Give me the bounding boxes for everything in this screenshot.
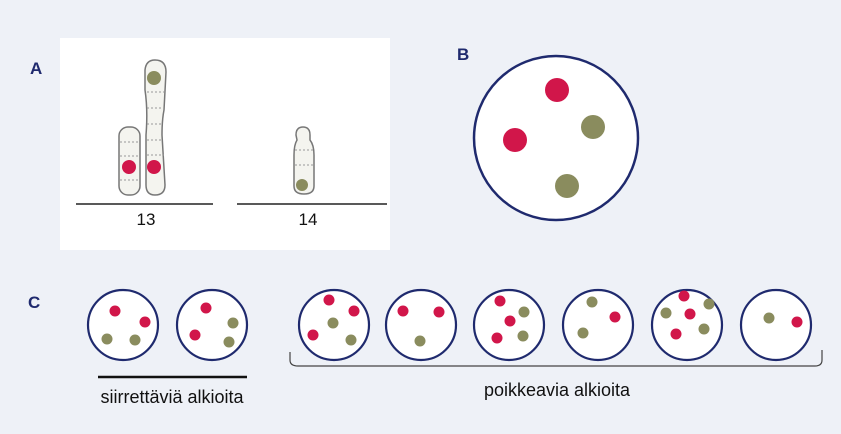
- green-signal: [147, 71, 161, 85]
- red-signal: [678, 290, 690, 302]
- abnormal-bracket: [289, 350, 823, 367]
- red-signal: [684, 308, 696, 320]
- green-signal: [698, 323, 710, 335]
- green-signal: [227, 317, 239, 329]
- panel-a-background: [60, 38, 390, 250]
- transferable-caption: siirrettäviä alkioita: [100, 387, 244, 407]
- red-signal: [609, 311, 621, 323]
- chromosome-13-label: 13: [137, 210, 156, 229]
- abnormal-embryo: [472, 288, 546, 362]
- green-signal: [296, 179, 308, 191]
- embryo-outline: [650, 288, 724, 362]
- abnormal-caption: poikkeavia alkioita: [484, 380, 631, 400]
- red-signal: [307, 329, 319, 341]
- green-signal: [345, 334, 357, 346]
- chromosome-13-pair: [118, 59, 167, 196]
- abnormal-embryo: [297, 288, 371, 362]
- green-signal: [518, 306, 530, 318]
- transferable-embryo: [175, 288, 249, 362]
- green-signal: [327, 317, 339, 329]
- red-signal: [670, 328, 682, 340]
- transferable-embryo: [86, 288, 160, 362]
- red-signal: [109, 305, 121, 317]
- red-signal: [348, 305, 360, 317]
- panel-c-label: C: [28, 293, 40, 312]
- green-signal: [660, 307, 672, 319]
- chromosome-14-label: 14: [299, 210, 318, 229]
- red-signal: [491, 332, 503, 344]
- red-signal: [791, 316, 803, 328]
- red-signal: [494, 295, 506, 307]
- abnormal-embryo: [384, 288, 458, 362]
- green-signal: [101, 333, 113, 345]
- green-signal: [581, 115, 605, 139]
- red-signal: [139, 316, 151, 328]
- embryo-outline: [384, 288, 458, 362]
- green-signal: [586, 296, 598, 308]
- panel-a-label: A: [30, 59, 42, 78]
- green-signal: [414, 335, 426, 347]
- green-signal: [517, 330, 529, 342]
- chromosome-14: [293, 126, 315, 195]
- green-signal: [577, 327, 589, 339]
- red-signal: [503, 128, 527, 152]
- red-signal: [147, 160, 161, 174]
- chromosome-13-short: [118, 126, 141, 196]
- abnormal-embryo: [561, 288, 635, 362]
- red-signal: [397, 305, 409, 317]
- red-signal: [433, 306, 445, 318]
- red-signal: [504, 315, 516, 327]
- green-signal: [703, 298, 715, 310]
- panel-b-nucleus: [472, 54, 640, 222]
- embryo-outline: [561, 288, 635, 362]
- panel-b-label: B: [457, 45, 469, 64]
- green-signal: [763, 312, 775, 324]
- red-signal: [545, 78, 569, 102]
- embryo-cells: [86, 288, 813, 362]
- green-signal: [555, 174, 579, 198]
- red-signal: [200, 302, 212, 314]
- red-signal: [122, 160, 136, 174]
- embryo-outline: [739, 288, 813, 362]
- green-signal: [223, 336, 235, 348]
- chromosome-13-long: [144, 59, 167, 196]
- abnormal-embryo: [650, 288, 724, 362]
- red-signal: [323, 294, 335, 306]
- red-signal: [189, 329, 201, 341]
- abnormal-embryo: [739, 288, 813, 362]
- green-signal: [129, 334, 141, 346]
